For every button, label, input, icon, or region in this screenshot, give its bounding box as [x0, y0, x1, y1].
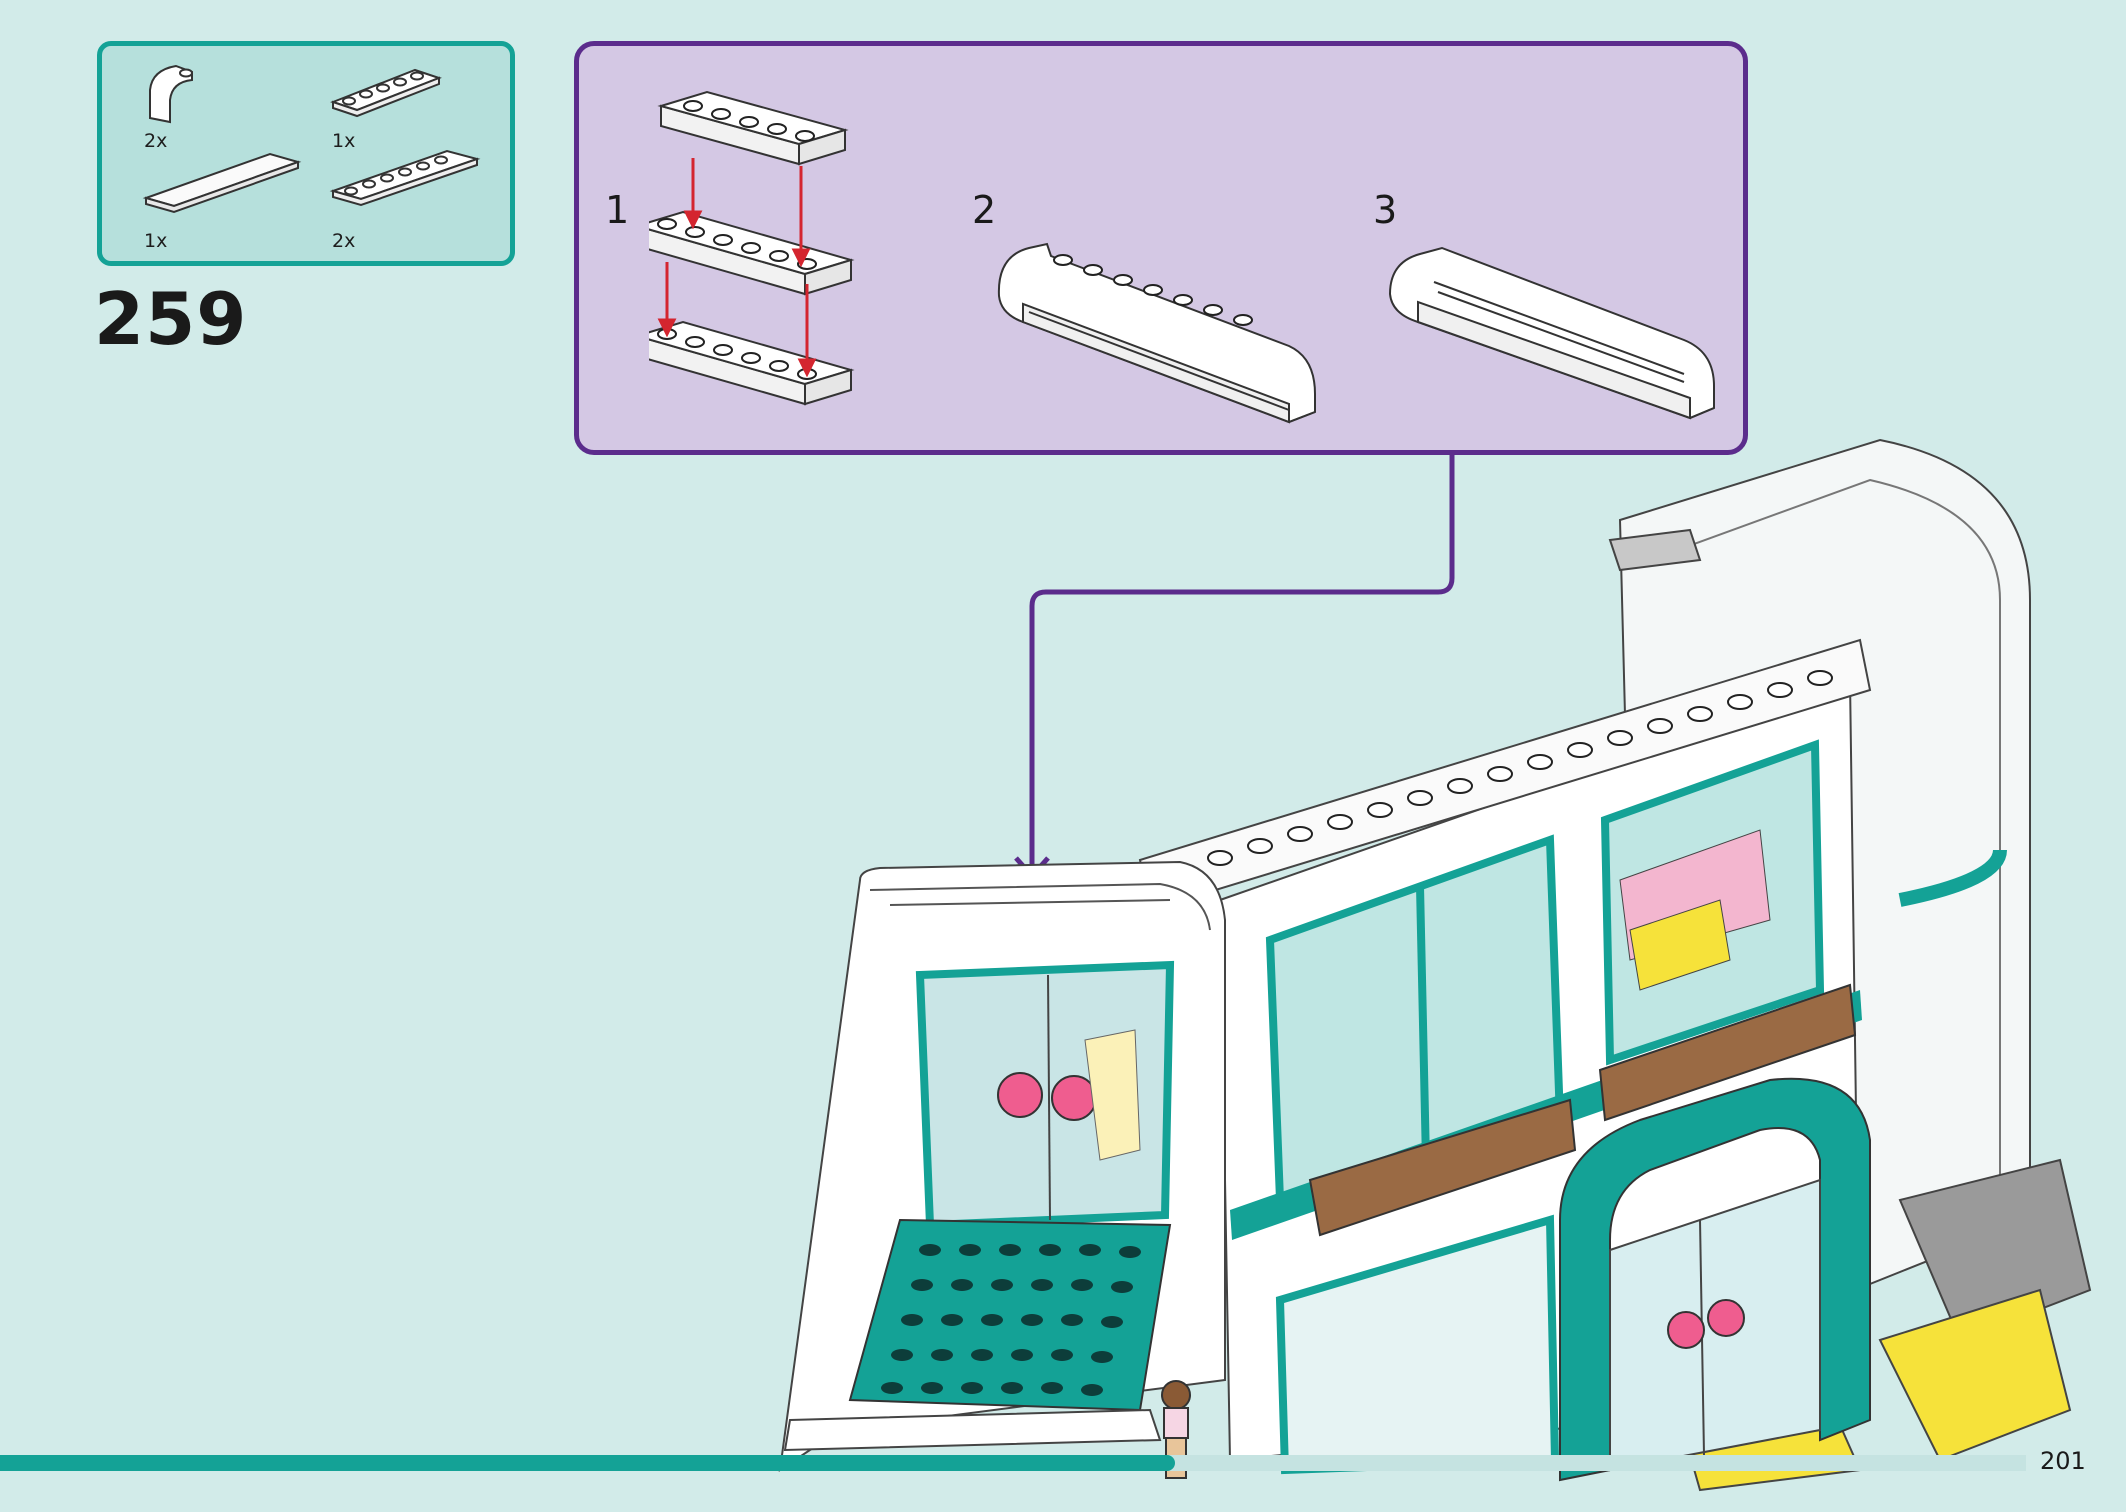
part-qty: 2x	[332, 230, 356, 252]
substep-label: 1	[605, 188, 630, 232]
part-qty: 2x	[144, 130, 168, 152]
substep-2-illustration	[997, 242, 1316, 424]
plate-1x5-icon	[330, 68, 442, 118]
substep-label: 3	[1373, 188, 1398, 232]
step-number: 259	[94, 277, 248, 361]
curved-slope-brick-icon	[149, 64, 193, 124]
substep-panel: 1 2 3	[574, 41, 1748, 455]
tile-1x8-icon	[142, 152, 302, 214]
page-number: 201	[2040, 1447, 2086, 1475]
parts-list-box: 2x 1x 1x 2x	[97, 41, 515, 266]
plate-1x6-icon	[329, 149, 481, 207]
building-model-illustration	[778, 438, 2092, 1492]
substep-1-illustration	[649, 90, 855, 406]
part-qty: 1x	[144, 230, 168, 252]
progress-bar	[0, 1455, 1176, 1471]
substep-3-illustration	[1388, 246, 1715, 420]
part-qty: 1x	[332, 130, 356, 152]
substep-label: 2	[972, 188, 997, 232]
